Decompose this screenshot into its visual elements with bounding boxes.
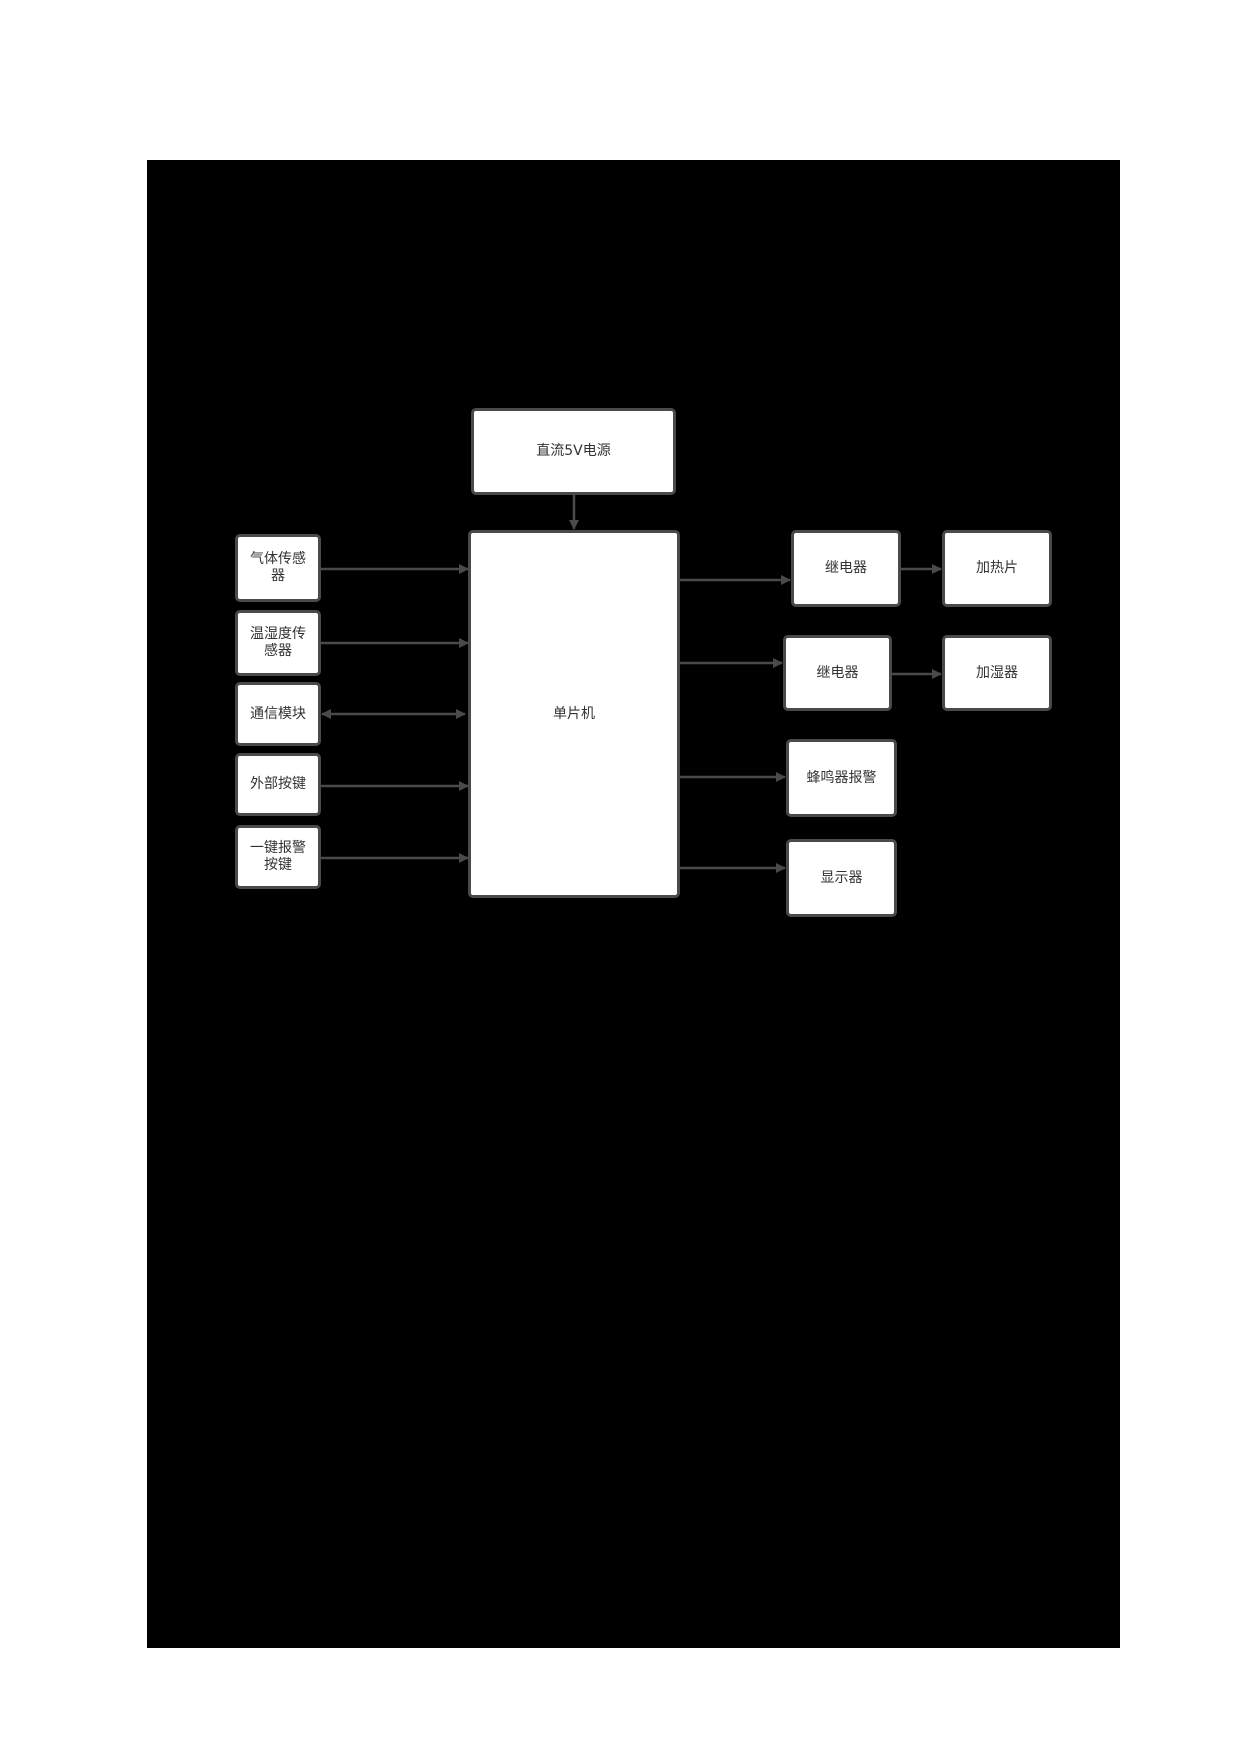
diagram-canvas (147, 160, 1120, 1648)
alarm-key-node: 一键报警按键 (235, 825, 321, 889)
external-keys-node: 外部按键 (235, 753, 321, 816)
temp-humidity-sensor-label: 温湿度传感器 (250, 626, 306, 659)
humidifier-node: 加湿器 (942, 635, 1052, 711)
relay-2-node: 继电器 (783, 635, 892, 711)
external-keys-label: 外部按键 (250, 776, 306, 792)
humidifier-label: 加湿器 (976, 664, 1018, 681)
relay-1-node: 继电器 (791, 530, 901, 607)
mcu-label: 单片机 (553, 705, 595, 722)
power-supply-label: 直流5V电源 (536, 443, 611, 459)
comm-module-node: 通信模块 (235, 682, 321, 746)
display-node: 显示器 (786, 839, 897, 917)
mcu-node: 单片机 (468, 530, 680, 898)
buzzer-node: 蜂鸣器报警 (786, 739, 897, 817)
power-supply-node: 直流5V电源 (471, 408, 676, 495)
gas-sensor-node: 气体传感器 (235, 534, 321, 602)
relay-2-label: 继电器 (816, 664, 859, 681)
buzzer-label: 蜂鸣器报警 (806, 769, 877, 786)
heater-node: 加热片 (942, 530, 1052, 607)
temp-humidity-sensor-node: 温湿度传感器 (235, 610, 321, 676)
alarm-key-label: 一键报警按键 (250, 840, 306, 873)
heater-label: 加热片 (976, 560, 1018, 576)
display-label: 显示器 (820, 869, 863, 886)
comm-module-label: 通信模块 (250, 705, 306, 722)
relay-1-label: 继电器 (825, 560, 867, 576)
gas-sensor-label: 气体传感器 (250, 551, 306, 584)
